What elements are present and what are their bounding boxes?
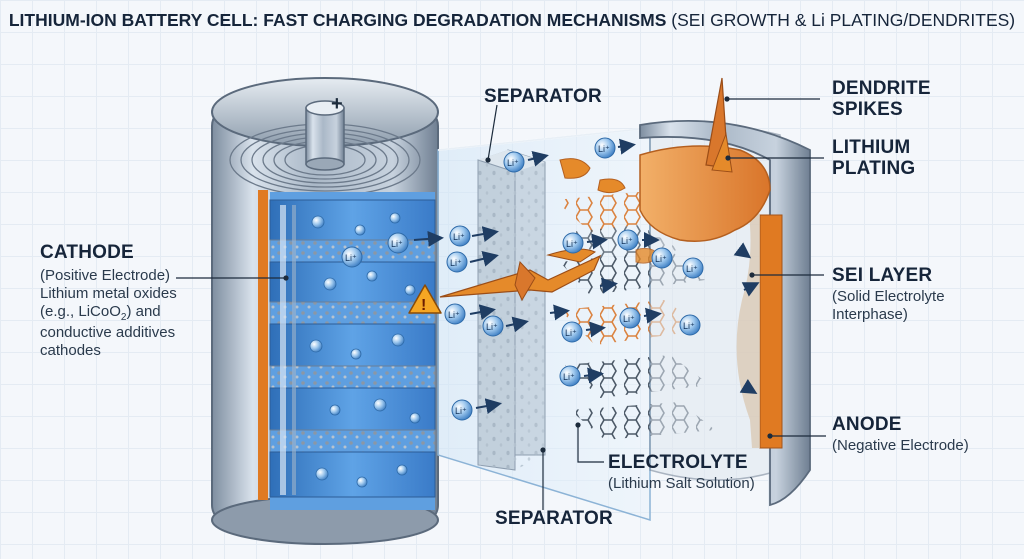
dendrite-line-2: SPIKES — [832, 99, 903, 121]
sei-line-2: Interphase) — [832, 306, 908, 324]
warning-icon — [408, 284, 442, 314]
li-ion-icon: Li⁺ — [446, 251, 468, 273]
svg-text:Li⁺: Li⁺ — [507, 158, 519, 168]
svg-text:Li⁺: Li⁺ — [623, 314, 635, 324]
svg-text:Li⁺: Li⁺ — [565, 328, 577, 338]
li-ion-icons: Li⁺ Li⁺ Li⁺ Li⁺ Li⁺ Li⁺ Li⁺ Li⁺ Li⁺ Li⁺ … — [341, 137, 704, 421]
separator-top-leader — [487, 104, 498, 161]
page-title: LITHIUM-ION BATTERY CELL: FAST CHARGING … — [0, 10, 1024, 31]
lithium-plating — [559, 145, 771, 264]
li-ion-icon: Li⁺ — [679, 314, 701, 336]
dendrite-penetrating-separator — [439, 248, 602, 302]
svg-text:Li⁺: Li⁺ — [686, 264, 698, 274]
sei-heading: SEI LAYER — [832, 265, 933, 286]
li-ion-icon: Li⁺ — [482, 315, 504, 337]
anode-line-1: (Negative Electrode) — [832, 437, 969, 455]
electrolyte-label: ELECTROLYTE (Lithium Salt Solution) — [608, 452, 755, 493]
li-ion-icon: Li⁺ — [341, 246, 363, 268]
li-ion-icon: Li⁺ — [617, 229, 639, 251]
anode-heading: ANODE — [832, 414, 902, 435]
plating-label: LITHIUM PLATING — [832, 137, 915, 180]
title-subtitle: (SEI GROWTH & Li PLATING/DENDRITES) — [666, 10, 1016, 30]
svg-text:Li⁺: Li⁺ — [453, 232, 465, 242]
li-ion-icon: Li⁺ — [444, 303, 466, 325]
li-ion-icon: Li⁺ — [594, 137, 616, 159]
li-ion-icon: Li⁺ — [561, 321, 583, 343]
warning-symbol: ! — [421, 297, 426, 314]
cathode-line-2: Lithium metal oxides — [40, 285, 177, 303]
svg-text:Li⁺: Li⁺ — [391, 239, 403, 249]
svg-text:Li⁺: Li⁺ — [448, 310, 460, 320]
cathode-particles — [309, 212, 421, 488]
li-ion-icon: Li⁺ — [387, 232, 409, 254]
anode-current-collector — [759, 214, 783, 449]
leader-lines — [176, 96, 826, 510]
dendrite-label: DENDRITE SPIKES — [832, 78, 931, 121]
li-ion-icon: Li⁺ — [562, 232, 584, 254]
separator-bottom-label: SEPARATOR — [495, 508, 613, 529]
arrow-icon — [413, 138, 760, 415]
li-ion-icon: Li⁺ — [651, 247, 673, 269]
cathode-line-1: (Positive Electrode) — [40, 267, 171, 285]
sei-line-1: (Solid Electrolyte — [832, 288, 945, 306]
electrolyte-leader — [577, 425, 604, 463]
sei-layer-band — [736, 170, 760, 448]
svg-text:Li⁺: Li⁺ — [486, 322, 498, 332]
current-collector-strip — [258, 190, 268, 500]
cathode-line-4: conductive additives — [40, 324, 176, 342]
svg-text:Li⁺: Li⁺ — [683, 321, 695, 331]
li-ion-icon: Li⁺ — [619, 307, 641, 329]
battery-can: + — [211, 77, 439, 545]
li-ion-icon: Li⁺ — [503, 151, 525, 173]
anode-label: ANODE (Negative Electrode) — [832, 414, 969, 455]
dendrite-spike-icon — [705, 77, 733, 173]
li-ion-icon: Li⁺ — [559, 365, 581, 387]
electrolyte-heading: ELECTROLYTE — [608, 452, 748, 473]
svg-text:Li⁺: Li⁺ — [598, 144, 610, 154]
li-ion-icon: Li⁺ — [682, 257, 704, 279]
svg-text:Li⁺: Li⁺ — [566, 239, 578, 249]
svg-text:Li⁺: Li⁺ — [450, 258, 462, 268]
separator-top-label: SEPARATOR — [484, 86, 602, 107]
li-ion-icon: Li⁺ — [451, 399, 473, 421]
title-main: LITHIUM-ION BATTERY CELL: FAST CHARGING … — [8, 10, 667, 30]
plating-line-2: PLATING — [832, 158, 916, 180]
svg-text:Li⁺: Li⁺ — [345, 253, 357, 263]
svg-text:Li⁺: Li⁺ — [455, 406, 467, 416]
electrolyte-line-1: (Lithium Salt Solution) — [608, 475, 755, 493]
li-ion-icon: Li⁺ — [449, 225, 471, 247]
separator-membrane — [477, 149, 546, 471]
plating-line-1: LITHIUM — [832, 137, 911, 158]
svg-text:Li⁺: Li⁺ — [621, 236, 633, 246]
svg-text:Li⁺: Li⁺ — [563, 372, 575, 382]
cathode-label: CATHODE (Positive Electrode) Lithium met… — [40, 242, 177, 360]
cathode-line-3: (e.g., LiCoO2) and — [40, 303, 161, 324]
svg-text:Li⁺: Li⁺ — [655, 254, 667, 264]
dendrite-line-1: DENDRITE — [832, 78, 931, 99]
sei-label: SEI LAYER (Solid Electrolyte Interphase) — [832, 265, 945, 324]
plus-terminal-icon — [305, 100, 345, 171]
cathode-line-5: cathodes — [40, 342, 101, 360]
cathode-heading: CATHODE — [40, 242, 134, 263]
terminal-symbol: + — [331, 93, 343, 115]
